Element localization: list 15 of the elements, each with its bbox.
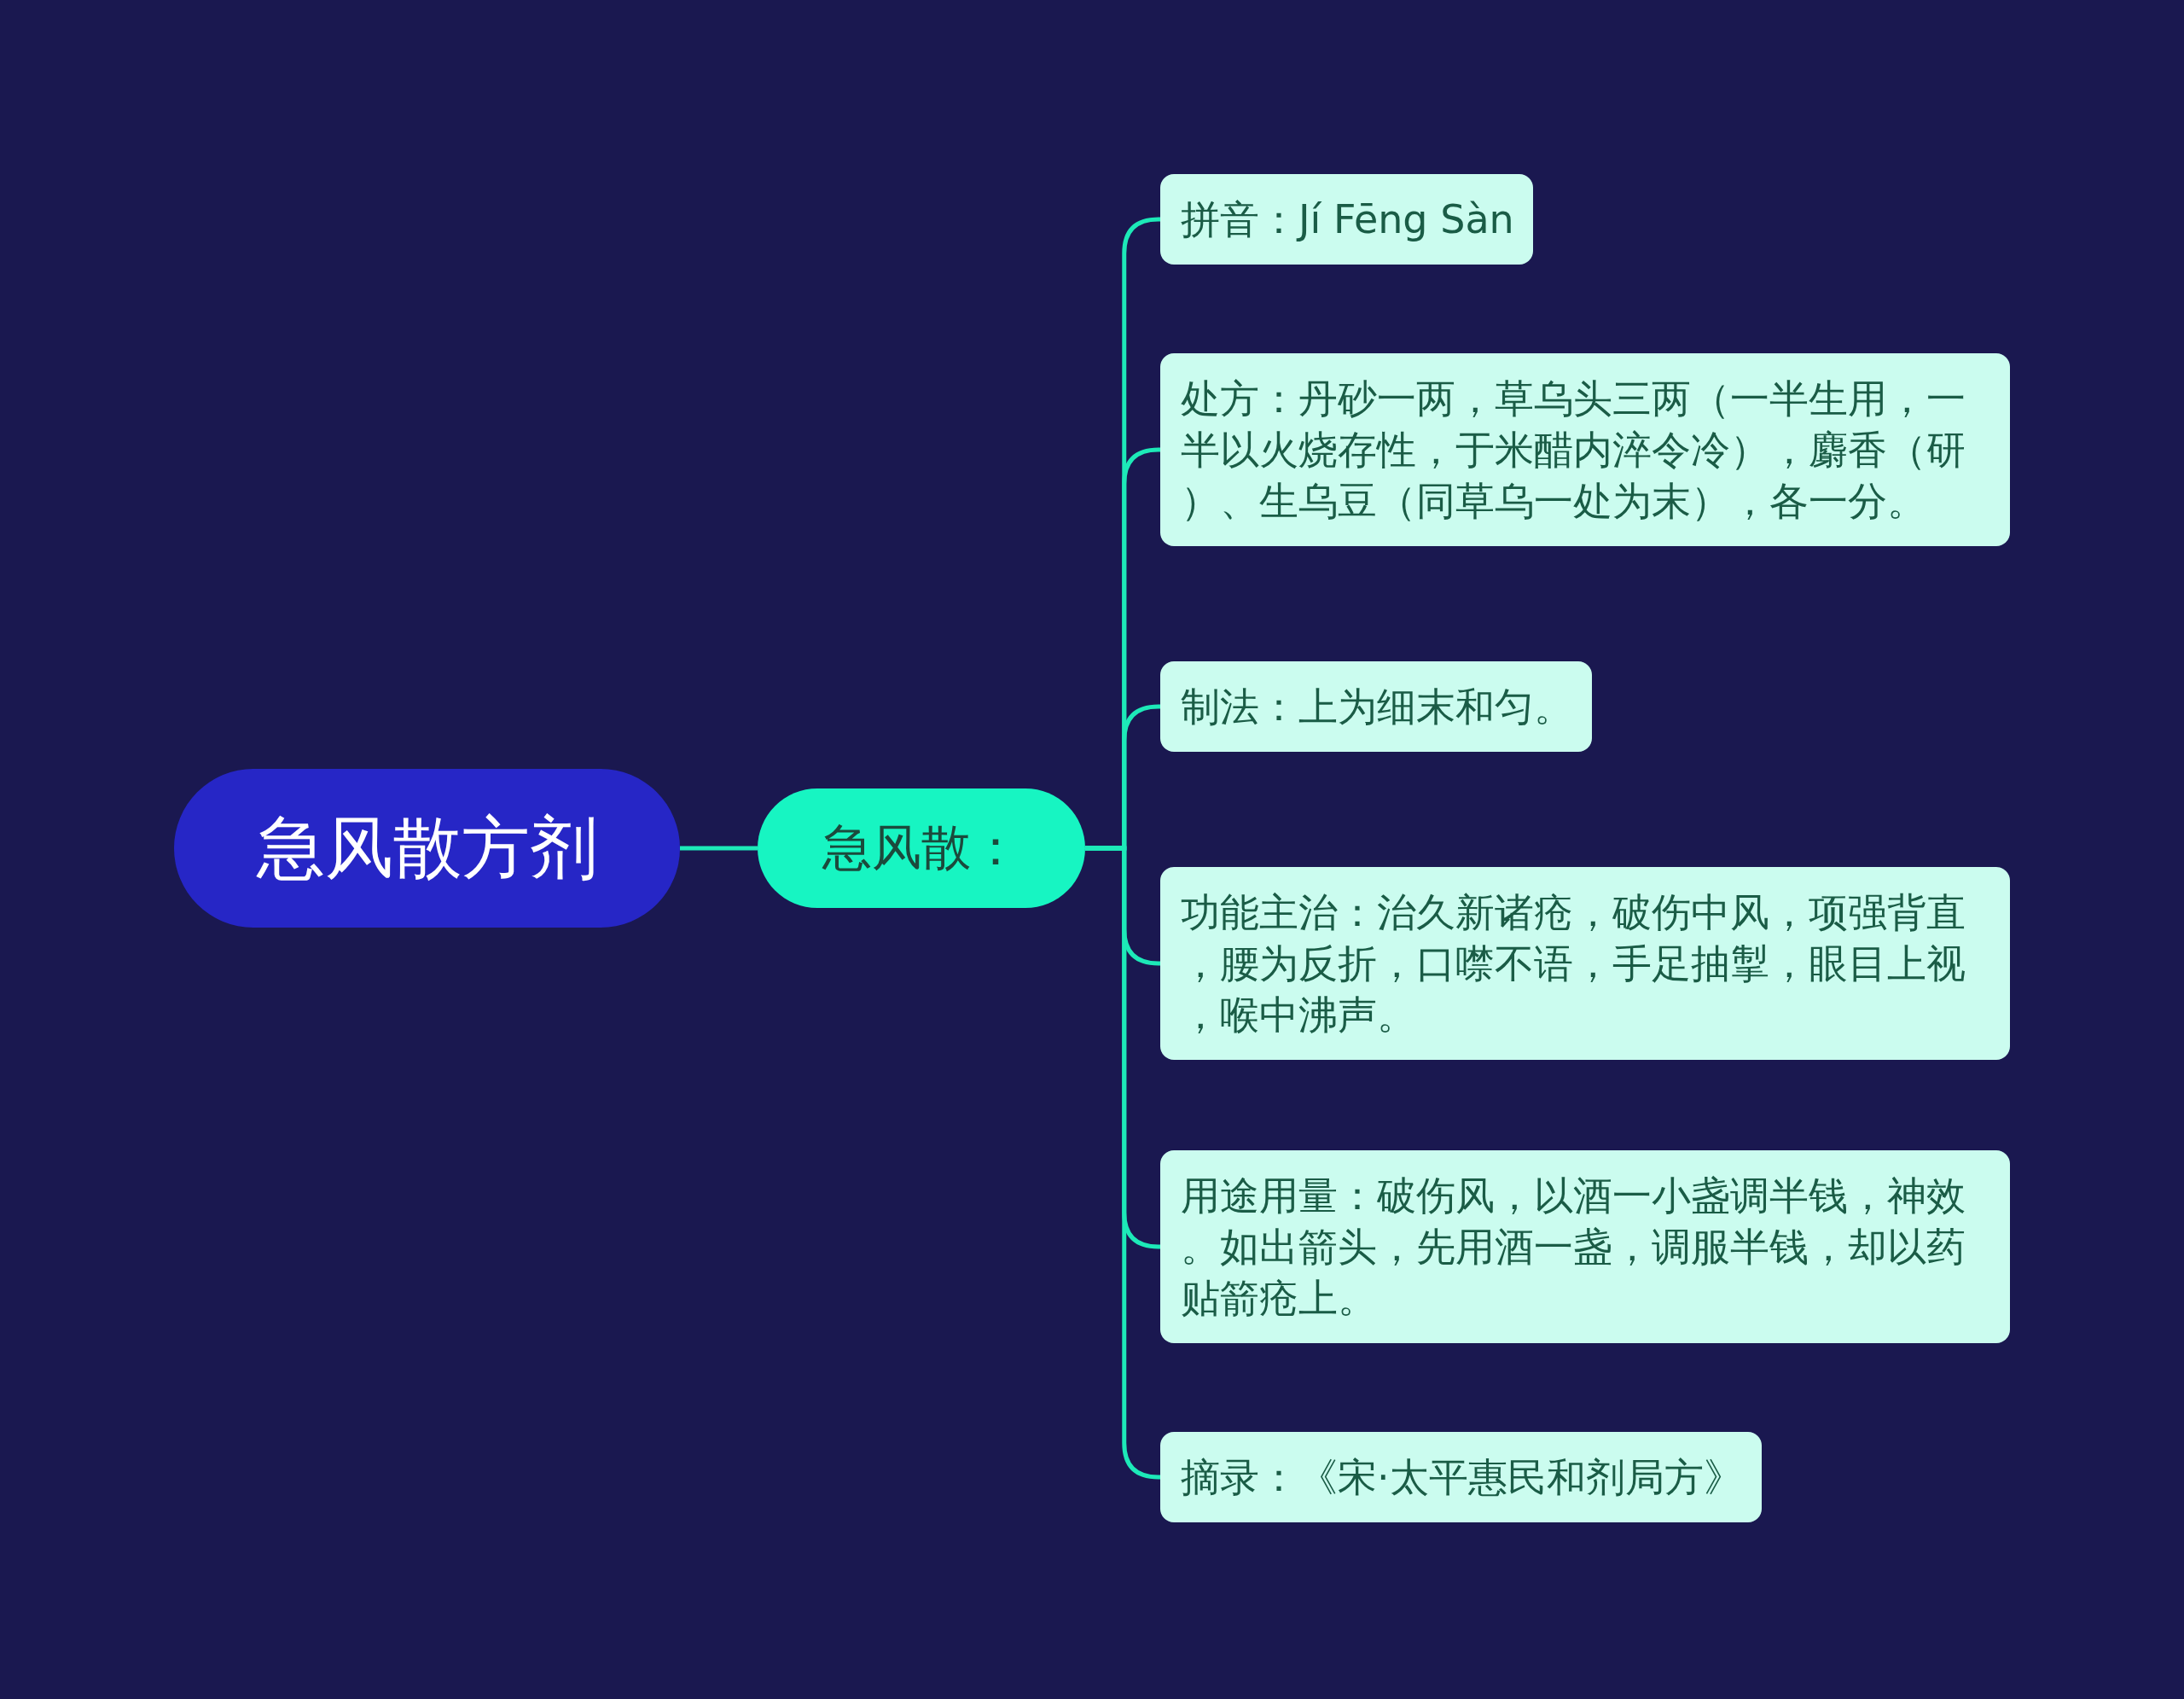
note-text: 功能主治：治久新诸疮，破伤中风，项强背直，腰为反折，口噤不语，手足抽掣，眼目上视，喉中沸声。	[1181, 888, 1966, 1039]
note-text: 拼音：Jí Fēng Sàn	[1181, 195, 1514, 244]
note-card	[1160, 353, 2010, 546]
note-card	[1160, 661, 1592, 752]
note-text: 摘录：《宋·太平惠民和剂局方》	[1181, 1453, 1743, 1502]
note-text: 用途用量：破伤风，以酒一小盏调半钱，神效。如出箭头，先用酒一盏，调服半钱，却以药贴箭疮上。	[1181, 1172, 1966, 1323]
connector-line	[680, 846, 758, 851]
note-card	[1160, 867, 2010, 1060]
note-text: 处方：丹砂一两，草乌头三两（一半生用，一半以火烧存性，于米醋内淬令冷），麝香（研）、生乌豆（同草乌一处为末），各一分。	[1181, 375, 1966, 526]
subtopic-label: 急风散：	[822, 818, 1020, 878]
note-card	[1160, 1150, 2010, 1343]
note-card	[1160, 174, 1533, 265]
note-card	[1160, 1432, 1762, 1522]
root-topic-title: 急风散方剂	[256, 807, 598, 889]
note-text: 制法：上为细末和匀。	[1181, 683, 1573, 731]
